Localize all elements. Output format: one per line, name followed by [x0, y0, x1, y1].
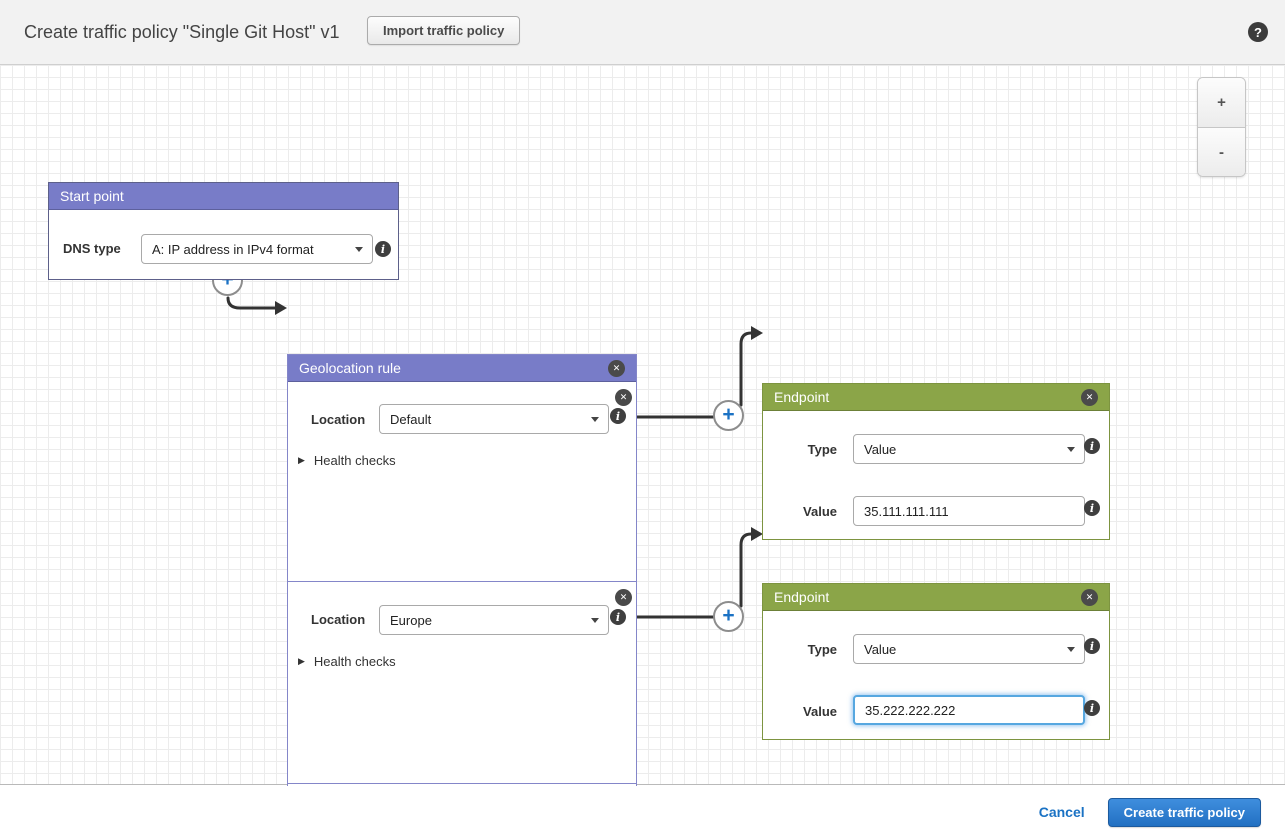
location-info-icon[interactable]: i: [610, 408, 626, 424]
health-checks-expander[interactable]: ▶ Health checks: [298, 453, 396, 468]
dns-type-info-icon[interactable]: i: [375, 241, 391, 257]
geolocation-rule-box: Geolocation rule ✕ ✕ Location Default i …: [287, 354, 637, 820]
value-info-icon[interactable]: i: [1084, 500, 1100, 516]
health-checks-label: Health checks: [313, 654, 396, 669]
value-label: Value: [803, 504, 837, 519]
endpoint-type-dropdown[interactable]: Value: [853, 434, 1085, 464]
start-point-box: Start point DNS type A: IP address in IP…: [48, 182, 399, 280]
dns-type-value: A: IP address in IPv4 format: [152, 241, 314, 257]
start-point-header: Start point: [49, 183, 398, 210]
endpoint-box-2: Endpoint ✕ Type Value i Value i: [762, 583, 1110, 740]
location-dropdown[interactable]: Default: [379, 404, 609, 434]
close-icon[interactable]: ✕: [1081, 388, 1098, 406]
create-traffic-policy-button[interactable]: Create traffic policy: [1107, 797, 1261, 827]
geolocation-rule-header: Geolocation rule ✕: [288, 355, 636, 382]
chevron-down-icon: [1067, 447, 1075, 452]
location-label: Location: [311, 612, 366, 627]
type-label: Type: [807, 642, 837, 657]
endpoint-title: Endpoint: [774, 589, 830, 605]
geo-section-europe: ✕ Location Europe i ▶ Health checks: [288, 581, 636, 783]
expander-arrow-icon: ▶: [298, 455, 305, 465]
endpoint-type-dropdown[interactable]: Value: [853, 634, 1085, 664]
zoom-out-button[interactable]: -: [1198, 127, 1245, 176]
endpoint-type-value: Value: [864, 641, 897, 657]
type-label: Type: [807, 442, 837, 457]
chevron-down-icon: [1067, 647, 1075, 652]
start-point-title: Start point: [60, 188, 124, 204]
action-footer: Cancel Create traffic policy: [0, 786, 1285, 838]
location-dropdown[interactable]: Europe: [379, 605, 609, 635]
remove-location-icon[interactable]: ✕: [615, 389, 632, 406]
canvas-zoom-controls: + -: [1197, 77, 1246, 177]
endpoint-title: Endpoint: [774, 389, 830, 405]
dns-type-label: DNS type: [63, 241, 121, 256]
value-info-icon[interactable]: i: [1084, 700, 1100, 716]
health-checks-expander[interactable]: ▶ Health checks: [298, 654, 396, 669]
endpoint-type-value: Value: [864, 441, 897, 457]
endpoint-value-input[interactable]: [853, 496, 1085, 526]
close-icon[interactable]: ✕: [1081, 588, 1098, 606]
location-info-icon[interactable]: i: [610, 609, 626, 625]
location-value: Europe: [390, 612, 432, 628]
chevron-down-icon: [591, 417, 599, 422]
expander-arrow-icon: ▶: [298, 656, 305, 666]
help-icon[interactable]: ?: [1248, 22, 1268, 42]
connector-add-endpoint-button-2[interactable]: +: [713, 601, 744, 632]
close-icon[interactable]: ✕: [608, 359, 625, 377]
type-info-icon[interactable]: i: [1084, 438, 1100, 454]
import-traffic-policy-button[interactable]: Import traffic policy: [367, 16, 521, 45]
location-label: Location: [311, 412, 366, 427]
endpoint-header: Endpoint ✕: [763, 584, 1109, 611]
page-header: Create traffic policy "Single Git Host" …: [0, 0, 1285, 65]
geo-section-default: ✕ Location Default i ▶ Health checks: [288, 382, 636, 580]
zoom-in-button[interactable]: +: [1198, 78, 1245, 127]
value-label: Value: [803, 704, 837, 719]
page-title: Create traffic policy "Single Git Host" …: [24, 22, 340, 42]
endpoint-box-1: Endpoint ✕ Type Value i Value i: [762, 383, 1110, 540]
dns-type-dropdown[interactable]: A: IP address in IPv4 format: [141, 234, 373, 264]
remove-location-icon[interactable]: ✕: [615, 589, 632, 606]
location-value: Default: [390, 411, 432, 427]
endpoint-value-input-focused[interactable]: [853, 695, 1085, 725]
health-checks-label: Health checks: [313, 453, 396, 468]
endpoint-header: Endpoint ✕: [763, 384, 1109, 411]
cancel-link[interactable]: Cancel: [1038, 804, 1085, 820]
type-info-icon[interactable]: i: [1084, 638, 1100, 654]
connector-add-endpoint-button-1[interactable]: +: [713, 400, 744, 431]
geolocation-rule-title: Geolocation rule: [299, 360, 401, 376]
chevron-down-icon: [591, 618, 599, 623]
policy-canvas[interactable]: + + + + - Start point DNS type A: IP add…: [0, 65, 1285, 820]
chevron-down-icon: [355, 247, 363, 252]
